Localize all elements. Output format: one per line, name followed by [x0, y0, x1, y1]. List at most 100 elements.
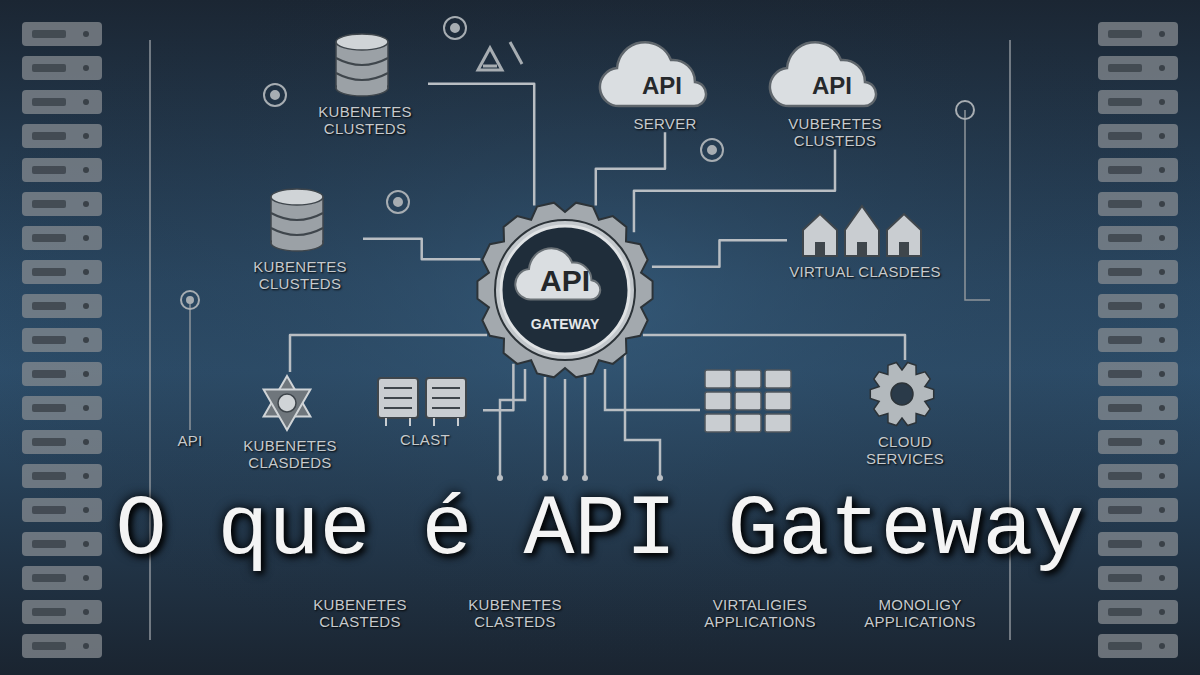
rack-slot	[32, 200, 66, 208]
rack-led	[83, 439, 89, 445]
rack-slot	[32, 472, 66, 480]
rack-unit	[22, 396, 102, 420]
rack-unit	[1098, 56, 1178, 80]
rack-led	[83, 405, 89, 411]
rack-led	[1159, 473, 1165, 479]
rack-led	[83, 31, 89, 37]
cloud-node: API VUBERETES CLUSTEDS	[767, 40, 903, 150]
node-icon	[367, 372, 477, 428]
rack-led	[1159, 643, 1165, 649]
connector-trace	[652, 240, 787, 267]
rack-slot	[1108, 234, 1142, 242]
node-icon	[302, 30, 422, 100]
icon-area	[367, 372, 483, 428]
rack-led	[1159, 201, 1165, 207]
rack-slot	[1108, 370, 1142, 378]
rack-led	[83, 643, 89, 649]
rack-led	[1159, 99, 1165, 105]
rack-led	[1159, 235, 1165, 241]
rack-unit	[22, 90, 102, 114]
icon-area	[787, 200, 943, 260]
node-caption: KUBENETES CLUSTEDS	[237, 258, 363, 293]
rack-slot	[32, 574, 66, 582]
rack-slot	[32, 30, 66, 38]
rack-unit	[1098, 362, 1178, 386]
database-icon	[271, 189, 323, 251]
rack-slot	[32, 404, 66, 412]
rack-slot	[1108, 472, 1142, 480]
rack-led	[83, 541, 89, 547]
rack-led	[83, 133, 89, 139]
servers-node: CLAST	[367, 372, 483, 448]
node-caption: VUBERETES CLUSTEDS	[767, 115, 903, 150]
rack-unit	[1098, 192, 1178, 216]
rack-slot	[32, 608, 66, 616]
rack-led	[83, 65, 89, 71]
rack-slot	[32, 642, 66, 650]
node-caption: SERVER	[597, 115, 733, 132]
node-icon	[237, 185, 357, 255]
rack-led	[83, 337, 89, 343]
connector-trace	[428, 84, 534, 206]
gear-node: APIGATEWAY	[475, 200, 655, 380]
node-caption: CLOUD SERVICES	[852, 433, 958, 468]
small-icons	[181, 17, 974, 309]
rack-slot	[1108, 574, 1142, 582]
rack-unit	[1098, 396, 1178, 420]
rack-led	[1159, 541, 1165, 547]
rack-unit	[1098, 294, 1178, 318]
rack-slot	[32, 268, 66, 276]
rack-slot	[32, 166, 66, 174]
rack-led	[83, 371, 89, 377]
icon-area	[222, 372, 358, 434]
rack-unit	[1098, 158, 1178, 182]
cloud-services-gear	[870, 362, 933, 425]
text-label: VIRTALIGIES APPLICATIONS	[690, 596, 830, 631]
rack-led	[83, 303, 89, 309]
rack-unit	[1098, 90, 1178, 114]
rack-slot	[1108, 506, 1142, 514]
rack-unit	[22, 498, 102, 522]
rack-unit	[1098, 566, 1178, 590]
db-node: KUBENETES CLUSTEDS	[237, 185, 363, 293]
rack-slot	[1108, 336, 1142, 344]
rack-unit	[22, 260, 102, 284]
connector-trace	[363, 239, 480, 259]
rack-unit	[22, 362, 102, 386]
node-icon	[787, 200, 937, 260]
rack-unit	[1098, 328, 1178, 352]
rack-slot	[1108, 166, 1142, 174]
rack-unit	[1098, 464, 1178, 488]
rack-unit	[22, 294, 102, 318]
cluster-star-icon	[264, 376, 311, 430]
text-label: MONOLIGY APPLICATIONS	[850, 596, 990, 631]
rack-unit	[1098, 226, 1178, 250]
icon-area	[302, 30, 428, 100]
rack-led	[1159, 133, 1165, 139]
node-text: API	[812, 72, 852, 100]
rack-slot	[32, 64, 66, 72]
rack-unit	[1098, 124, 1178, 148]
rack-unit	[22, 328, 102, 352]
rack-unit	[22, 464, 102, 488]
rack-led	[1159, 405, 1165, 411]
rack-led	[83, 473, 89, 479]
connector-trace	[634, 150, 835, 233]
connector-trace	[290, 335, 487, 372]
gateway-gear	[477, 203, 652, 378]
rack-unit	[1098, 22, 1178, 46]
rack-slot	[32, 438, 66, 446]
rack-led	[1159, 167, 1165, 173]
rack-slot	[32, 506, 66, 514]
rack-led	[1159, 65, 1165, 71]
rack-led	[83, 201, 89, 207]
rack-slot	[1108, 132, 1142, 140]
cloud-node: APISERVER	[597, 40, 733, 132]
icon-area: API	[767, 40, 903, 112]
rack-led	[1159, 337, 1165, 343]
rack-unit	[1098, 600, 1178, 624]
node-caption: CLAST	[367, 431, 483, 448]
rack-unit	[22, 56, 102, 80]
